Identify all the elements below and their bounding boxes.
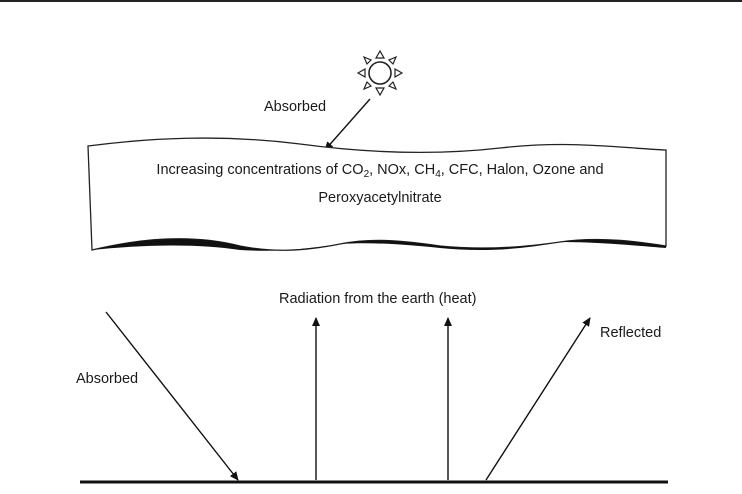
reflected-arrow bbox=[486, 318, 590, 480]
absorbed-top-label: Absorbed bbox=[264, 99, 326, 115]
band-text-line1: Increasing concentrations of CO2, NOx, C… bbox=[130, 162, 630, 178]
reflected-label: Reflected bbox=[600, 325, 661, 341]
absorbed-ground-arrow bbox=[106, 312, 238, 480]
sun-icon bbox=[358, 51, 402, 95]
radiation-label: Radiation from the earth (heat) bbox=[279, 291, 476, 307]
band-text-line2: Peroxyacetylnitrate bbox=[130, 190, 630, 206]
incoming-solar-arrow bbox=[325, 99, 370, 150]
absorbed-left-label: Absorbed bbox=[76, 371, 138, 387]
